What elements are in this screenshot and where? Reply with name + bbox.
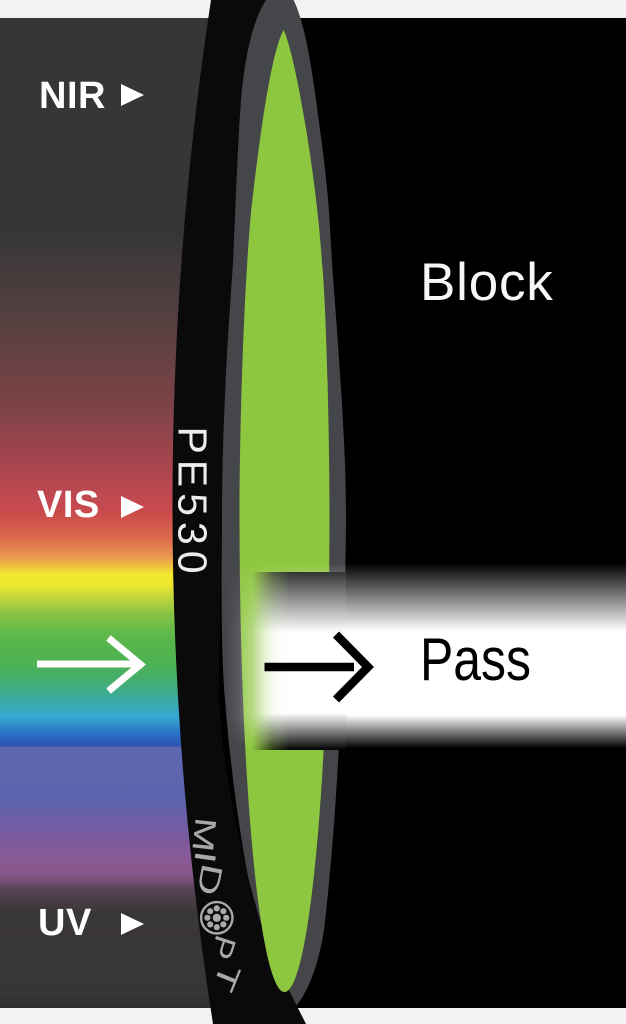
svg-text:D: D <box>190 861 229 898</box>
svg-text:PE530: PE530 <box>170 426 216 579</box>
svg-text:T: T <box>206 959 247 996</box>
svg-text:M: M <box>186 816 223 854</box>
svg-text:P: P <box>204 931 243 963</box>
